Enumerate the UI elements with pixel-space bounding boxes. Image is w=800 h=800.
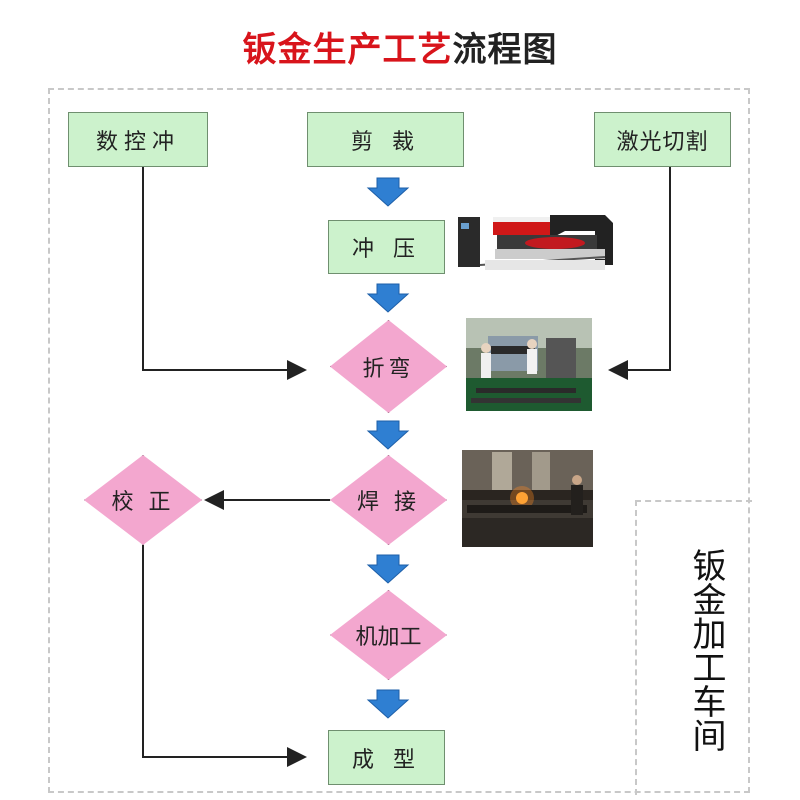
connector-laser-to-bending — [608, 167, 671, 380]
workshop-frame — [635, 500, 752, 795]
node-cnc-punch-label: 数控冲 — [95, 129, 180, 155]
diagram-frame — [48, 88, 750, 793]
node-machining-label: 机加工 — [355, 625, 422, 650]
title-red-part: 钣金生产工艺 — [242, 30, 453, 70]
bending-workshop-photo — [466, 318, 592, 411]
workshop-label: 钣金加工车间 — [686, 548, 726, 752]
down-arrow-5 — [366, 689, 410, 719]
node-shearing-label: 剪 裁 — [351, 129, 420, 155]
punch-press-photo — [455, 205, 615, 280]
node-stamping: 冲 压 — [328, 220, 445, 274]
welding-workshop-photo — [462, 450, 593, 547]
down-arrow-4 — [366, 554, 410, 584]
node-forming-label: 成 型 — [352, 747, 421, 773]
diagram-title: 钣金生产工艺流程图 — [0, 22, 800, 71]
node-forming: 成 型 — [328, 730, 445, 785]
down-arrow-1 — [366, 177, 410, 207]
down-arrow-2 — [366, 283, 410, 313]
node-welding-label: 焊 接 — [357, 490, 420, 515]
title-black-part: 流程图 — [452, 30, 558, 70]
node-laser-cutting: 激光切割 — [594, 112, 731, 167]
node-shearing: 剪 裁 — [307, 112, 464, 167]
node-laser-cutting-label: 激光切割 — [616, 129, 709, 155]
connector-straightening-to-forming — [142, 545, 307, 767]
node-bending-label: 折弯 — [362, 356, 415, 382]
down-arrow-3 — [366, 420, 410, 450]
node-stamping-label: 冲 压 — [352, 237, 421, 262]
node-straightening-label: 校 正 — [111, 490, 175, 515]
node-cnc-punch: 数控冲 — [68, 112, 208, 167]
connector-cnc-to-bending — [142, 167, 307, 380]
